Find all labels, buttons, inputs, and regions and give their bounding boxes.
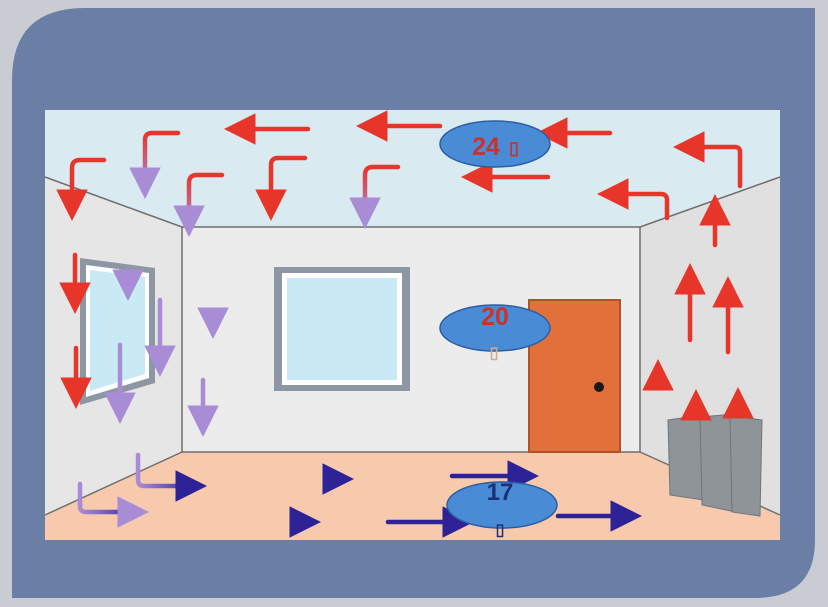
ceiling-temperature-label: 24 ▯ [439,120,551,168]
lavender-arrow-icon [129,130,181,199]
red-arrow-icon [597,178,670,221]
side-window [80,258,155,405]
floor-temperature-unit: ▯ [496,522,505,539]
ceiling-temperature-value: 24 [472,133,500,161]
ceiling-temperature-unit: ▯ [509,138,519,158]
cooling-air-arrows [104,130,401,437]
middle-temperature-value: 20 [481,303,509,331]
hot-air-arrows [56,110,754,483]
middle-temperature-label: 20 ▯ [439,303,551,362]
middle-temperature-unit: ▯ [490,345,499,362]
red-arrow-icon [673,131,743,189]
floor-temperature-value: 17 [487,479,514,506]
indigo-arrow-icon [77,481,149,528]
red-arrow-icon [56,157,107,221]
floor-temperature-label: 17 ▯ [446,479,558,539]
red-arrow-icon [255,155,308,221]
door-knob [594,382,604,392]
back-window [274,267,410,391]
indigo-arrow-icon [135,452,207,502]
cold-air-arrows [77,452,642,538]
lavender-arrow-icon [173,172,225,237]
lavender-arrow-icon [349,164,401,229]
